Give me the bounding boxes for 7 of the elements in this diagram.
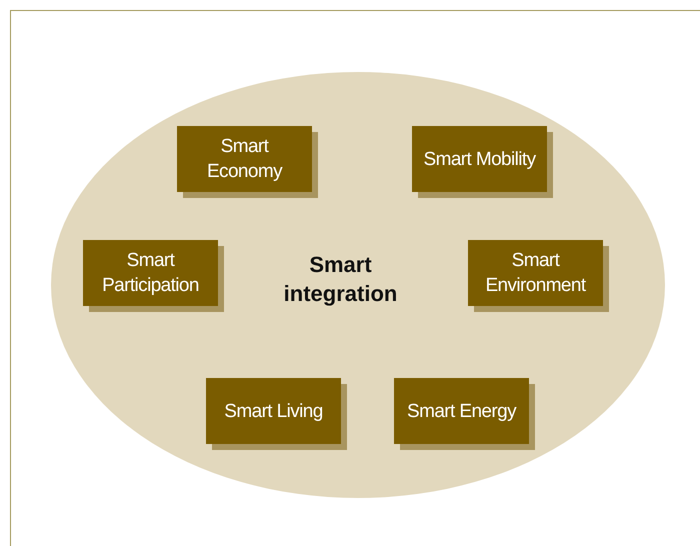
- topic-box: Smart Environment: [468, 240, 603, 306]
- topic-box: Smart Energy: [394, 378, 529, 444]
- topic-box: Smart Economy: [177, 126, 312, 192]
- topic-box: Smart Living: [206, 378, 341, 444]
- center-title: Smart integration: [282, 251, 398, 308]
- topic-box: Smart Mobility: [412, 126, 547, 192]
- topic-box: Smart Participation: [83, 240, 218, 306]
